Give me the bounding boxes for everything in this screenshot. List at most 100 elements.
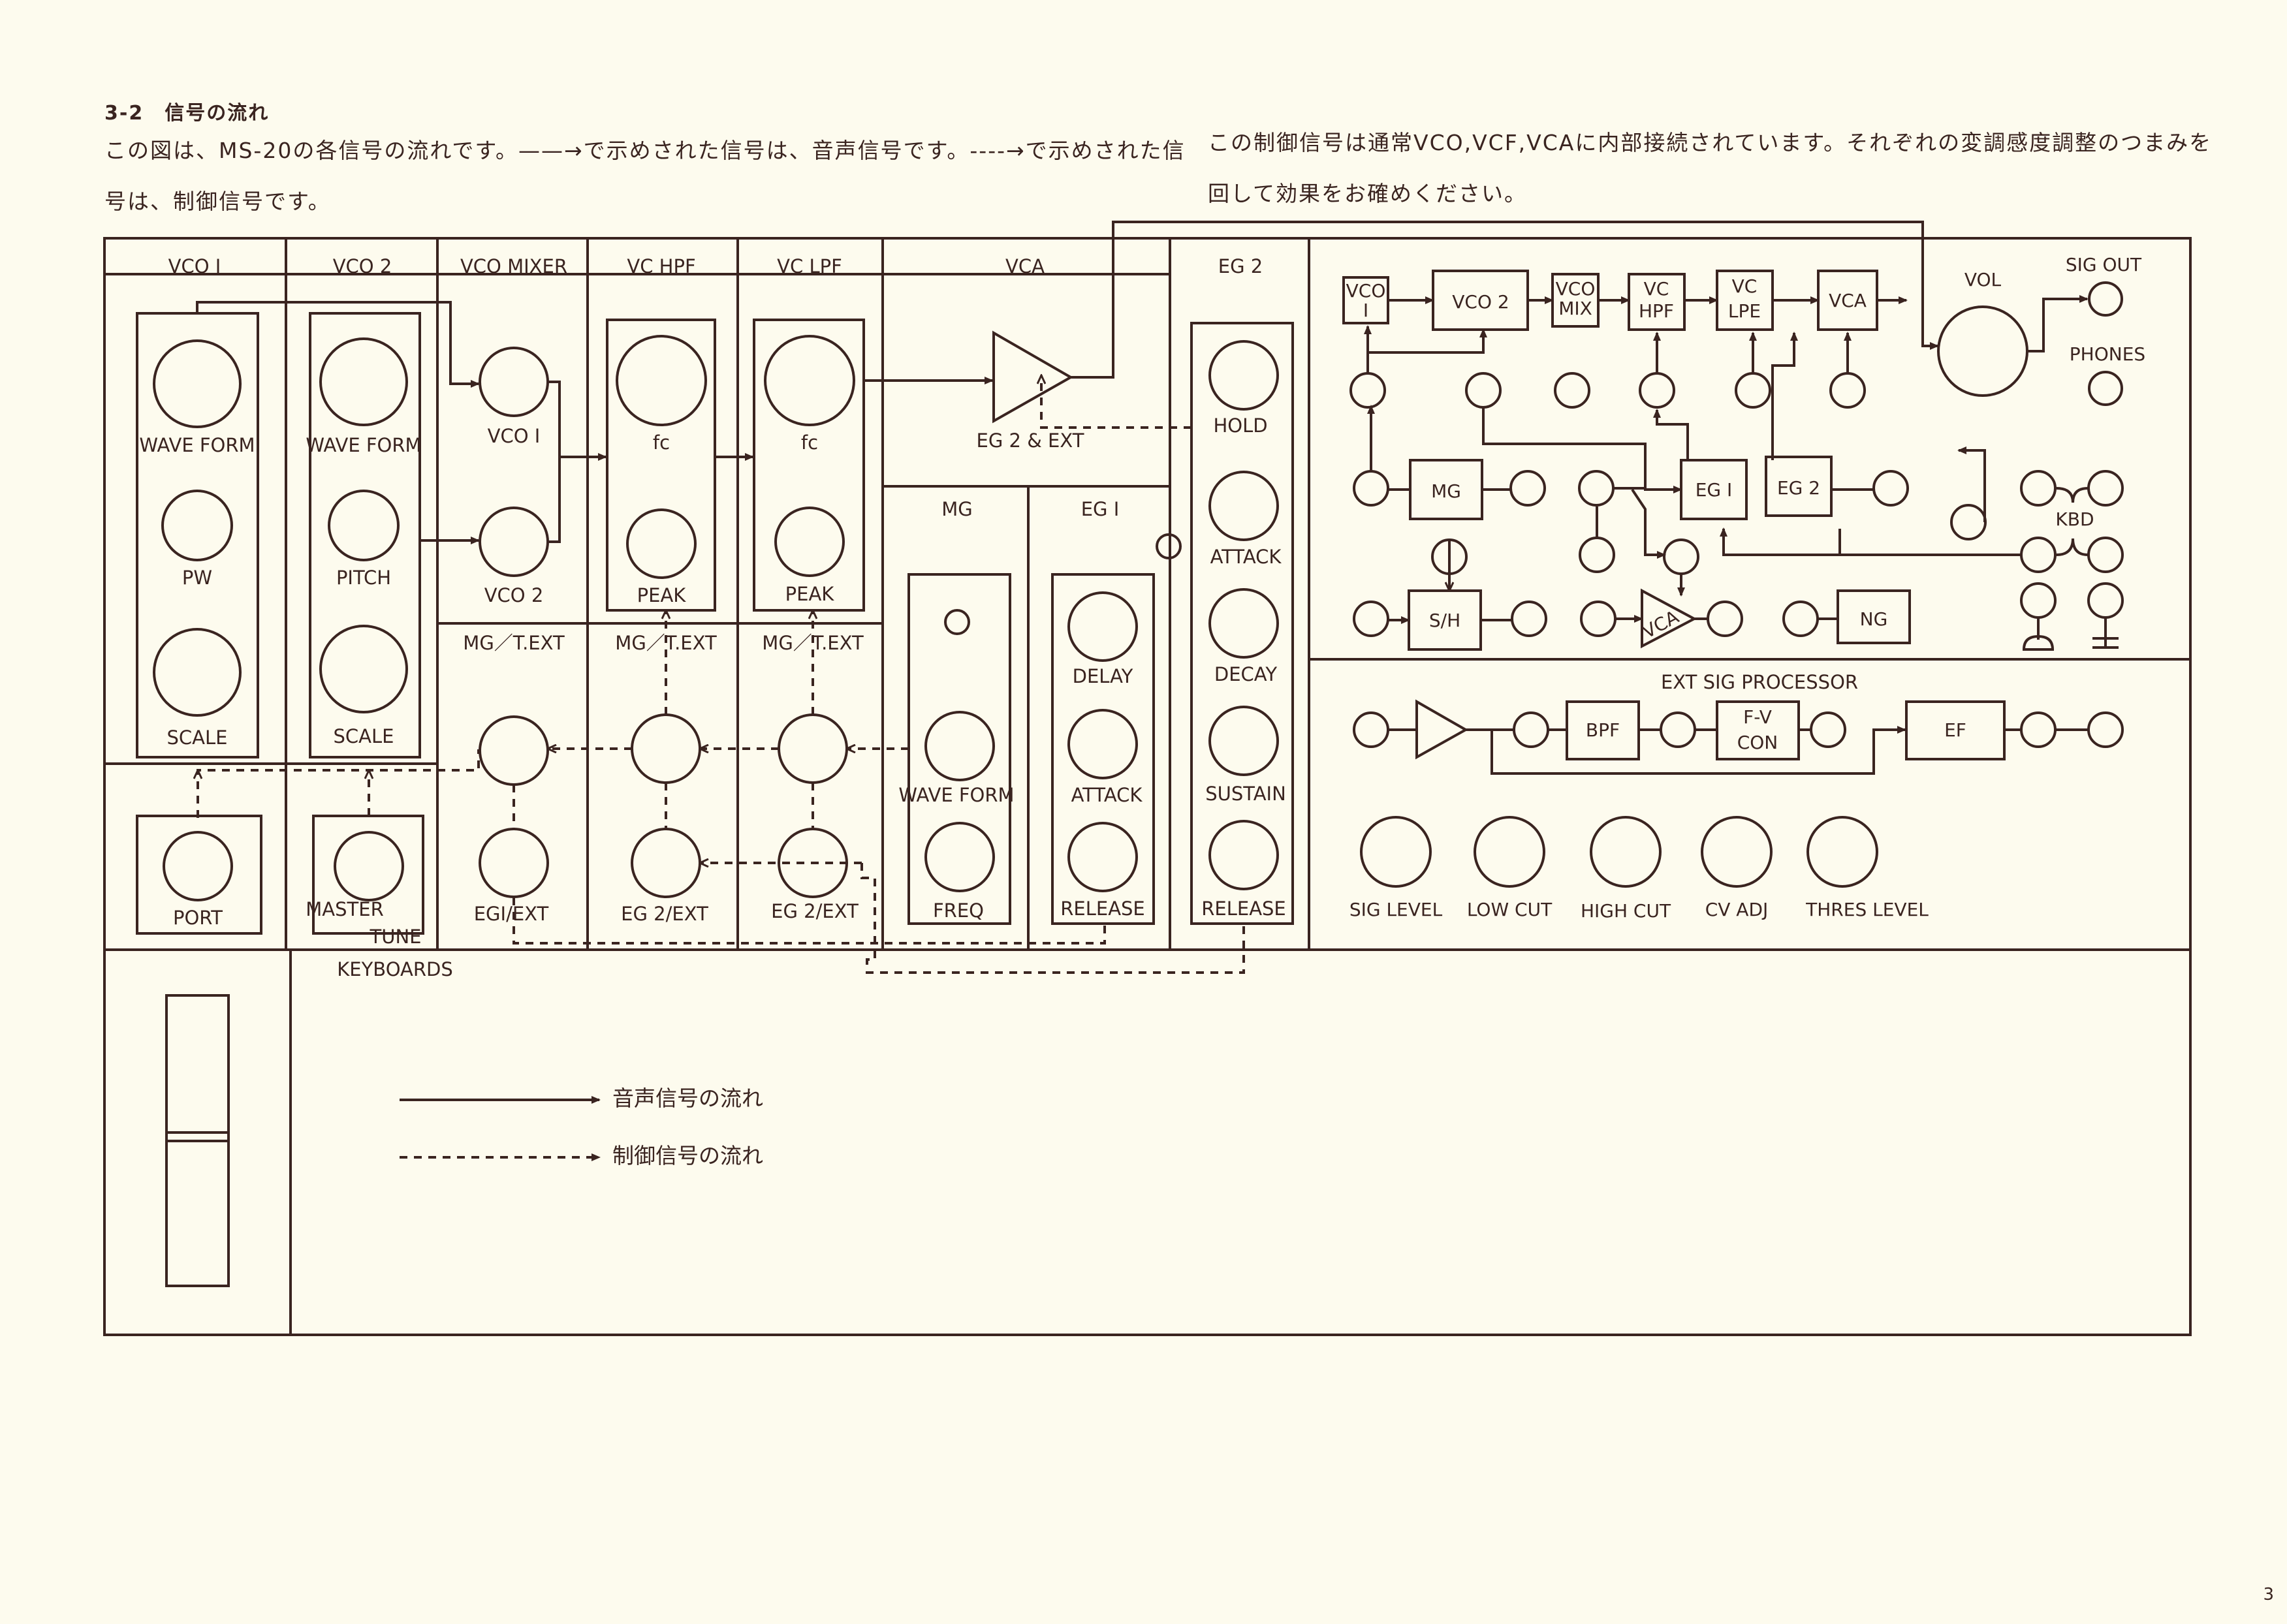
sig-out-jack[interactable]: [2088, 281, 2123, 317]
section-title: VCO 2: [333, 255, 392, 277]
jack[interactable]: [2087, 470, 2124, 507]
vco2-pitch-knob[interactable]: [328, 490, 400, 561]
patch-line: [2027, 295, 2089, 352]
jack[interactable]: [1349, 372, 1386, 409]
section-title: MG／T.EXT: [615, 632, 717, 654]
jack[interactable]: [1735, 372, 1771, 409]
jack[interactable]: [1782, 601, 1819, 637]
jack[interactable]: [1511, 601, 1547, 637]
mg-freq-knob[interactable]: [924, 822, 995, 892]
knob-label: fc: [801, 431, 818, 454]
jack[interactable]: [2020, 537, 2057, 573]
jack[interactable]: [1579, 537, 1615, 573]
section-title: VC HPF: [627, 255, 695, 277]
patch-label: I: [1363, 300, 1368, 321]
jack[interactable]: [1554, 372, 1590, 409]
port-knob[interactable]: [163, 831, 233, 901]
jack[interactable]: [1465, 372, 1502, 409]
section-title: VCO MIXER: [460, 255, 567, 277]
jack[interactable]: [1580, 601, 1617, 637]
jack[interactable]: [1156, 533, 1182, 559]
intro-paragraph-left: この図は、MS-20の各信号の流れです。——→で示めされた信号は、音声信号です。…: [104, 138, 1186, 214]
jack[interactable]: [1707, 601, 1743, 637]
jack[interactable]: [1509, 470, 1546, 507]
jack[interactable]: [1660, 711, 1696, 748]
knob-label: EG 2/EXT: [621, 903, 708, 925]
esp-line: [1466, 726, 1906, 775]
patch-label: VC: [1732, 275, 1758, 297]
knob-label: PEAK: [785, 583, 835, 605]
jack[interactable]: [1829, 372, 1866, 409]
jack[interactable]: [1353, 470, 1389, 507]
eg1-release-knob[interactable]: [1067, 822, 1138, 892]
jack[interactable]: [1663, 539, 1699, 575]
jack[interactable]: [1513, 711, 1549, 748]
patch-label: S/H: [1429, 610, 1460, 631]
audio-arrow: [1071, 221, 1939, 379]
patch-line: [1653, 409, 1689, 460]
knob-label: PEAK: [637, 584, 687, 606]
knob-label: MASTER: [306, 898, 383, 920]
eg1-delay-knob[interactable]: [1067, 591, 1138, 662]
jack[interactable]: [2087, 582, 2124, 619]
knob-label: fc: [653, 431, 670, 454]
eg2-sustain-knob[interactable]: [1208, 706, 1279, 776]
hpf-fc-knob[interactable]: [616, 335, 707, 426]
vco1-pw-knob[interactable]: [161, 490, 233, 561]
audio-arrow: [196, 301, 480, 388]
jack[interactable]: [2087, 711, 2124, 748]
section-title: EXT SIG PROCESSOR: [1661, 671, 1858, 693]
jack[interactable]: [2020, 582, 2057, 619]
vco2-scale-knob[interactable]: [319, 625, 408, 713]
patch-label: VCO: [1556, 278, 1596, 300]
mg-waveform-knob[interactable]: [924, 711, 995, 781]
vco2-waveform-knob[interactable]: [319, 337, 408, 426]
mg-led: [944, 609, 970, 635]
mixer-vco1-knob[interactable]: [479, 347, 549, 417]
jack[interactable]: [1810, 711, 1846, 748]
eg2-release-knob[interactable]: [1208, 820, 1279, 890]
patch-line: [1838, 529, 2021, 556]
mod-vco-eg-knob[interactable]: [479, 828, 549, 898]
panel-outline: [103, 237, 2192, 1336]
jack[interactable]: [1578, 470, 1615, 507]
low-cut-knob[interactable]: [1474, 816, 1545, 888]
vol-knob[interactable]: [1937, 305, 2028, 397]
vco1-waveform-knob[interactable]: [153, 339, 242, 428]
mod-hpf-eg-knob[interactable]: [631, 828, 701, 898]
lpf-peak-knob[interactable]: [774, 507, 845, 577]
sig-level-knob[interactable]: [1360, 816, 1432, 888]
mod-hpf-mg-knob[interactable]: [631, 713, 701, 784]
esp-in-jack[interactable]: [1353, 711, 1389, 748]
vco2-box: [309, 312, 421, 758]
jack[interactable]: [2020, 711, 2057, 748]
mod-vco-knob[interactable]: [479, 715, 549, 786]
jack[interactable]: [2020, 470, 2057, 507]
cv-adj-knob[interactable]: [1701, 816, 1773, 888]
eg2-decay-knob[interactable]: [1208, 588, 1279, 659]
mod-lpf-mg-knob[interactable]: [778, 713, 848, 784]
jack[interactable]: [1872, 470, 1909, 507]
esp-knob-label: HIGH CUT: [1581, 900, 1671, 922]
jack[interactable]: [1353, 601, 1389, 637]
lpf-fc-knob[interactable]: [764, 335, 855, 426]
jack[interactable]: [1639, 372, 1675, 409]
patch-line: [1368, 328, 1487, 354]
legend-audio-label: 音声信号の流れ: [612, 1085, 763, 1111]
thres-level-knob[interactable]: [1806, 816, 1878, 888]
master-tune-knob[interactable]: [334, 831, 404, 901]
vco1-scale-knob[interactable]: [153, 628, 242, 717]
jack[interactable]: [2087, 537, 2124, 573]
eg2-hold-knob[interactable]: [1208, 340, 1279, 411]
esp-label: BPF: [1586, 719, 1620, 741]
jack[interactable]: [1950, 504, 1987, 540]
intro-paragraph-right: この制御信号は通常VCO,VCF,VCAに内部接続されています。それぞれの変調感…: [1208, 130, 2213, 206]
eg1-attack-knob[interactable]: [1067, 709, 1138, 779]
mixer-vco2-knob[interactable]: [479, 507, 549, 577]
patch-label: PHONES: [2070, 343, 2145, 365]
phones-jack[interactable]: [2088, 371, 2123, 406]
eg2-attack-knob[interactable]: [1208, 471, 1279, 541]
high-cut-knob[interactable]: [1590, 816, 1662, 888]
hpf-peak-knob[interactable]: [626, 508, 697, 579]
